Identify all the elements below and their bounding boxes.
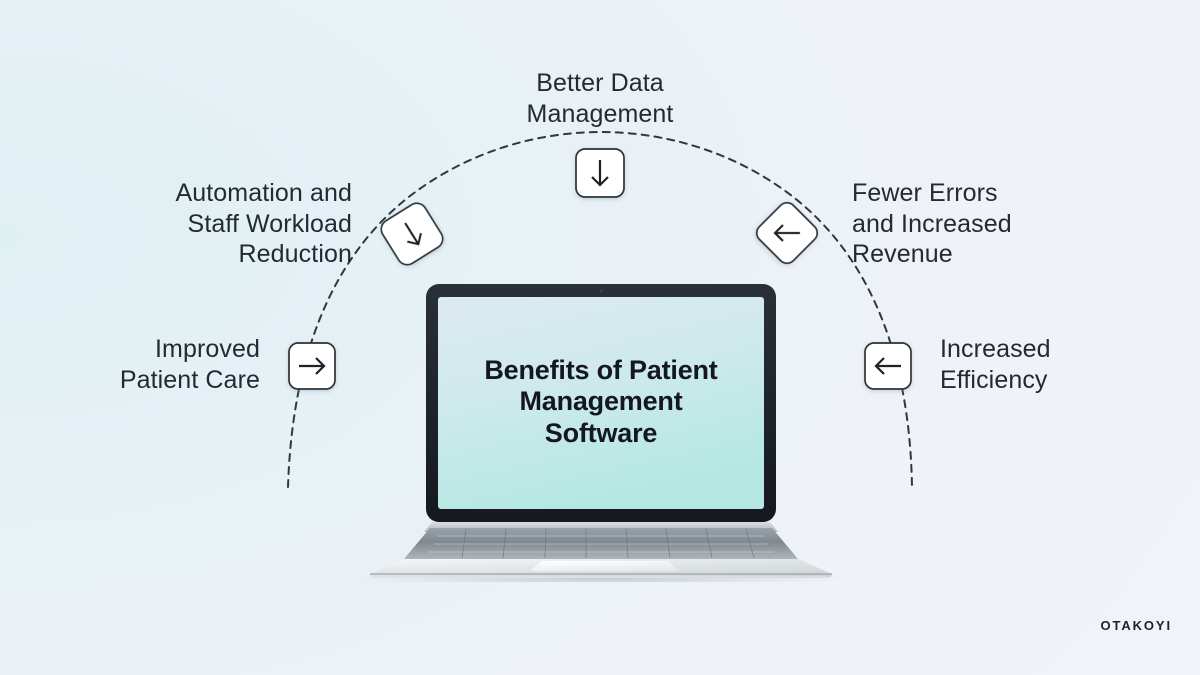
label-better-data-management: Better Data Management (526, 69, 674, 128)
label-fewer-errors-and-increased-revenue: Fewer Errors and Increased Revenue (852, 179, 1012, 268)
label-increased-efficiency: Increased Efficiency (940, 335, 1051, 394)
badge-better-data-management[interactable] (575, 148, 625, 198)
laptop-screen (438, 297, 764, 509)
laptop-trackpad (530, 561, 680, 571)
laptop-illustration (346, 282, 856, 582)
laptop-base (370, 528, 832, 578)
badge-automation-and-staff-workload-reduction[interactable] (378, 200, 447, 269)
badge-improved-patient-care[interactable] (288, 342, 336, 390)
dashed-arc (287, 130, 913, 488)
webcam-icon (599, 289, 603, 293)
label-improved-patient-care: Improved Patient Care (119, 335, 260, 394)
label-automation-and-staff-workload-reduction: Automation and Staff Workload Reduction (175, 179, 352, 268)
badge-fewer-errors-and-increased-revenue[interactable] (753, 199, 821, 267)
laptop-lid (426, 284, 776, 522)
badge-increased-efficiency[interactable] (864, 342, 912, 390)
brand-logo: OTAKOYI (1100, 618, 1172, 633)
screen-title: Benefits of Patient Management Software (484, 355, 718, 448)
